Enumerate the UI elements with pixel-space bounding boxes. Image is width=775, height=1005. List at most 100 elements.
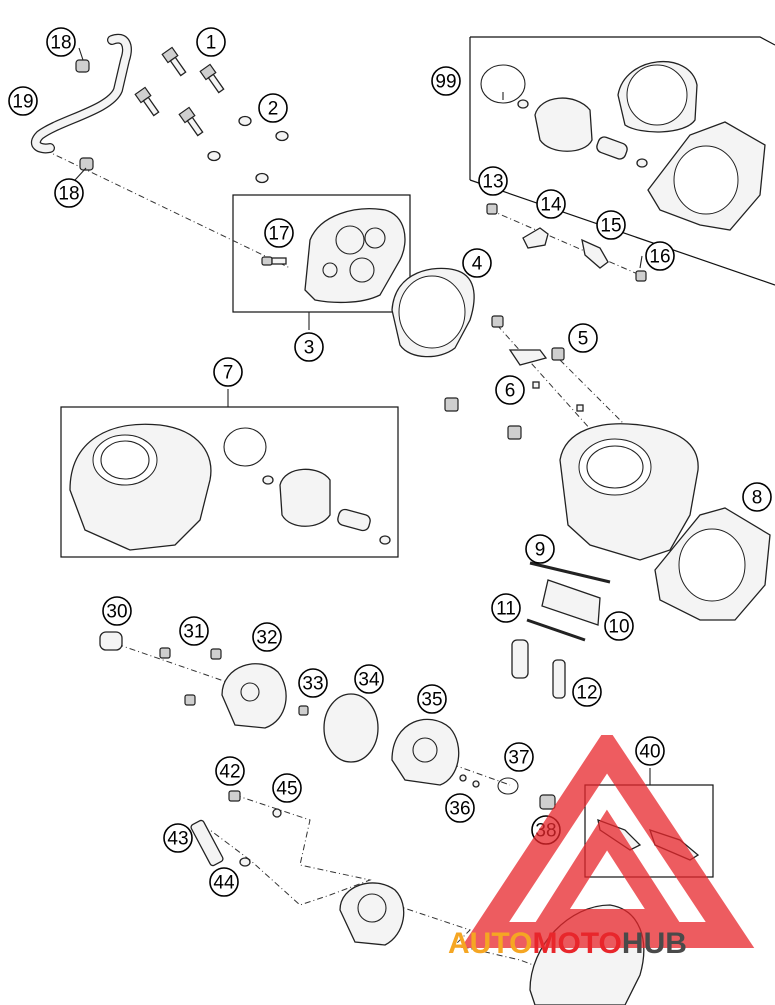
- head-3-frame: [232, 194, 411, 313]
- callout-c18b: 18: [54, 178, 84, 208]
- callout-number: 45: [276, 779, 297, 800]
- callout-number: 12: [576, 683, 597, 704]
- callout-circle: [294, 332, 324, 362]
- callout-circle: [596, 210, 626, 240]
- callout-c99: 99: [431, 66, 461, 96]
- parts-13-16: [486, 203, 647, 282]
- callout-number: 31: [183, 622, 204, 643]
- callout-c34: 34: [354, 664, 384, 694]
- callout-number: 16: [649, 247, 670, 268]
- callout-circle: [298, 668, 328, 698]
- callout-c3: 3: [294, 332, 324, 362]
- leader-lines: [74, 47, 643, 269]
- callout-number: 35: [421, 690, 442, 711]
- callout-c35: 35: [417, 684, 447, 714]
- callout-number: 42: [219, 762, 240, 783]
- callout-number: 43: [167, 829, 188, 850]
- callout-c43: 43: [163, 823, 193, 853]
- callout-number: 11: [496, 599, 516, 620]
- callout-number: 9: [535, 540, 546, 561]
- callout-number: 30: [106, 602, 127, 623]
- callout-circle: [196, 27, 226, 57]
- callout-number: 1: [206, 33, 217, 54]
- callout-circle: [525, 534, 555, 564]
- washers-2: [207, 115, 289, 184]
- callout-circle: [46, 27, 76, 57]
- pump-cover-parts: [99, 631, 309, 729]
- callout-circle: [215, 756, 245, 786]
- callout-c2: 2: [258, 93, 288, 123]
- callout-number: 7: [223, 363, 234, 384]
- callout-circle: [264, 218, 294, 248]
- cylinder-head: [304, 208, 406, 304]
- kit-99-parts: [480, 61, 766, 231]
- callout-circle: [417, 684, 447, 714]
- callout-number: 38: [535, 821, 556, 842]
- callout-c10: 10: [604, 611, 634, 641]
- callout-c44: 44: [209, 867, 239, 897]
- callout-circle: [102, 596, 132, 626]
- callout-circle: [536, 189, 566, 219]
- callout-circle: [491, 593, 521, 623]
- callout-c17: 17: [264, 218, 294, 248]
- callout-c42: 42: [215, 756, 245, 786]
- callout-circle: [478, 166, 508, 196]
- base-gasket-8: [654, 507, 771, 621]
- callout-circle: [354, 664, 384, 694]
- bolts-1: [134, 46, 225, 137]
- callout-number: 3: [304, 338, 315, 359]
- callout-number: 34: [358, 670, 380, 691]
- callout-c11: 11: [491, 593, 521, 623]
- callout-number: 33: [302, 674, 323, 695]
- callout-circle: [258, 93, 288, 123]
- callout-circle: [645, 241, 675, 271]
- callout-circle: [462, 248, 492, 278]
- callout-circle: [213, 357, 243, 387]
- callout-c14: 14: [536, 189, 566, 219]
- pump-gaskets: [323, 693, 519, 795]
- callout-circle: [8, 86, 38, 116]
- callout-circle: [604, 611, 634, 641]
- hose-clamp-top: [75, 59, 90, 73]
- reed-parts: [511, 561, 611, 699]
- callout-number: 13: [482, 172, 503, 193]
- callout-c16: 16: [645, 241, 675, 271]
- callout-circle: [209, 867, 239, 897]
- callout-c9: 9: [525, 534, 555, 564]
- callout-number: 44: [213, 873, 235, 894]
- callout-number: 19: [12, 92, 33, 113]
- callout-c40: 40: [635, 736, 665, 766]
- callout-c31: 31: [179, 616, 209, 646]
- callout-number: 4: [472, 254, 483, 275]
- callout-circle: [54, 178, 84, 208]
- callout-circle: [163, 823, 193, 853]
- callout-circle: [252, 622, 282, 652]
- callout-c30: 30: [102, 596, 132, 626]
- callout-c45: 45: [272, 773, 302, 803]
- callout-c33: 33: [298, 668, 328, 698]
- callout-c32: 32: [252, 622, 282, 652]
- callout-number: 40: [639, 742, 660, 763]
- callout-c37: 37: [504, 742, 534, 772]
- pump-housing: [339, 882, 645, 1005]
- callout-circle: [179, 616, 209, 646]
- bolts-42-45: [190, 790, 282, 867]
- callout-circle: [742, 482, 772, 512]
- callout-number: 5: [578, 329, 589, 350]
- callout-circle: [568, 323, 598, 353]
- callout-number: 37: [508, 748, 529, 769]
- callout-number: 15: [600, 216, 621, 237]
- callout-c6: 6: [495, 375, 525, 405]
- valve-parts: [539, 794, 700, 861]
- callout-c5: 5: [568, 323, 598, 353]
- callout-circle: [272, 773, 302, 803]
- callout-number: 17: [268, 224, 289, 245]
- callout-c4: 4: [462, 248, 492, 278]
- callout-c36: 36: [445, 793, 475, 823]
- callout-number: 18: [58, 184, 79, 205]
- callout-circle: [495, 375, 525, 405]
- callout-c12: 12: [572, 677, 602, 707]
- kit-7-parts: [69, 423, 391, 551]
- callout-c18a: 18: [46, 27, 76, 57]
